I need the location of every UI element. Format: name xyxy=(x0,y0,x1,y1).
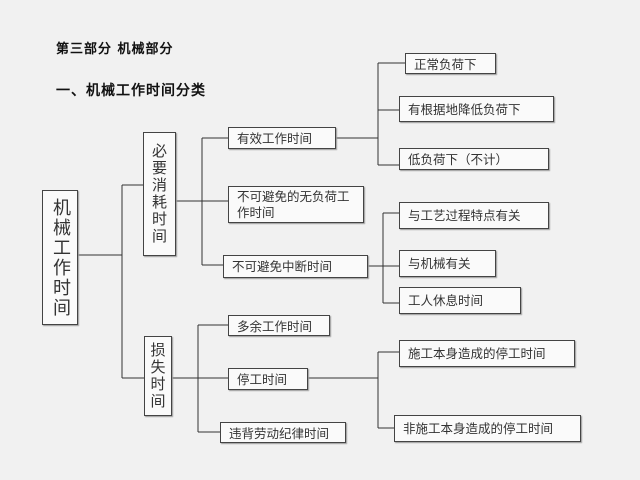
root-node: 机械工作时间 xyxy=(42,190,78,325)
interrupt-node: 不可避免中断时间 xyxy=(223,255,368,278)
excess-work-node: 多余工作时间 xyxy=(228,315,330,336)
leaf-node: 与机械有关 xyxy=(399,250,496,277)
page-title: 一、机械工作时间分类 xyxy=(56,83,206,99)
leaf-node: 施工本身造成的停工时间 xyxy=(399,340,575,367)
section-heading: 第三部分 机械部分 xyxy=(56,42,174,57)
necessary-time-node: 必要消耗时间 xyxy=(143,132,176,256)
leaf-node: 工人休息时间 xyxy=(399,287,521,314)
loss-time-node: 损失时间 xyxy=(144,336,172,416)
leaf-node: 低负荷下（不计） xyxy=(399,148,549,170)
leaf-node: 与工艺过程特点有关 xyxy=(399,202,549,229)
leaf-node: 有根据地降低负荷下 xyxy=(399,96,554,122)
discipline-node: 违背劳动纪律时间 xyxy=(220,422,346,443)
leaf-node: 非施工本身造成的停工时间 xyxy=(394,415,581,442)
effective-work-node: 有效工作时间 xyxy=(228,127,336,149)
stoppage-node: 停工时间 xyxy=(228,368,308,390)
leaf-node: 正常负荷下 xyxy=(405,53,496,74)
no-load-node: 不可避免的无负荷工作时间 xyxy=(228,186,364,223)
